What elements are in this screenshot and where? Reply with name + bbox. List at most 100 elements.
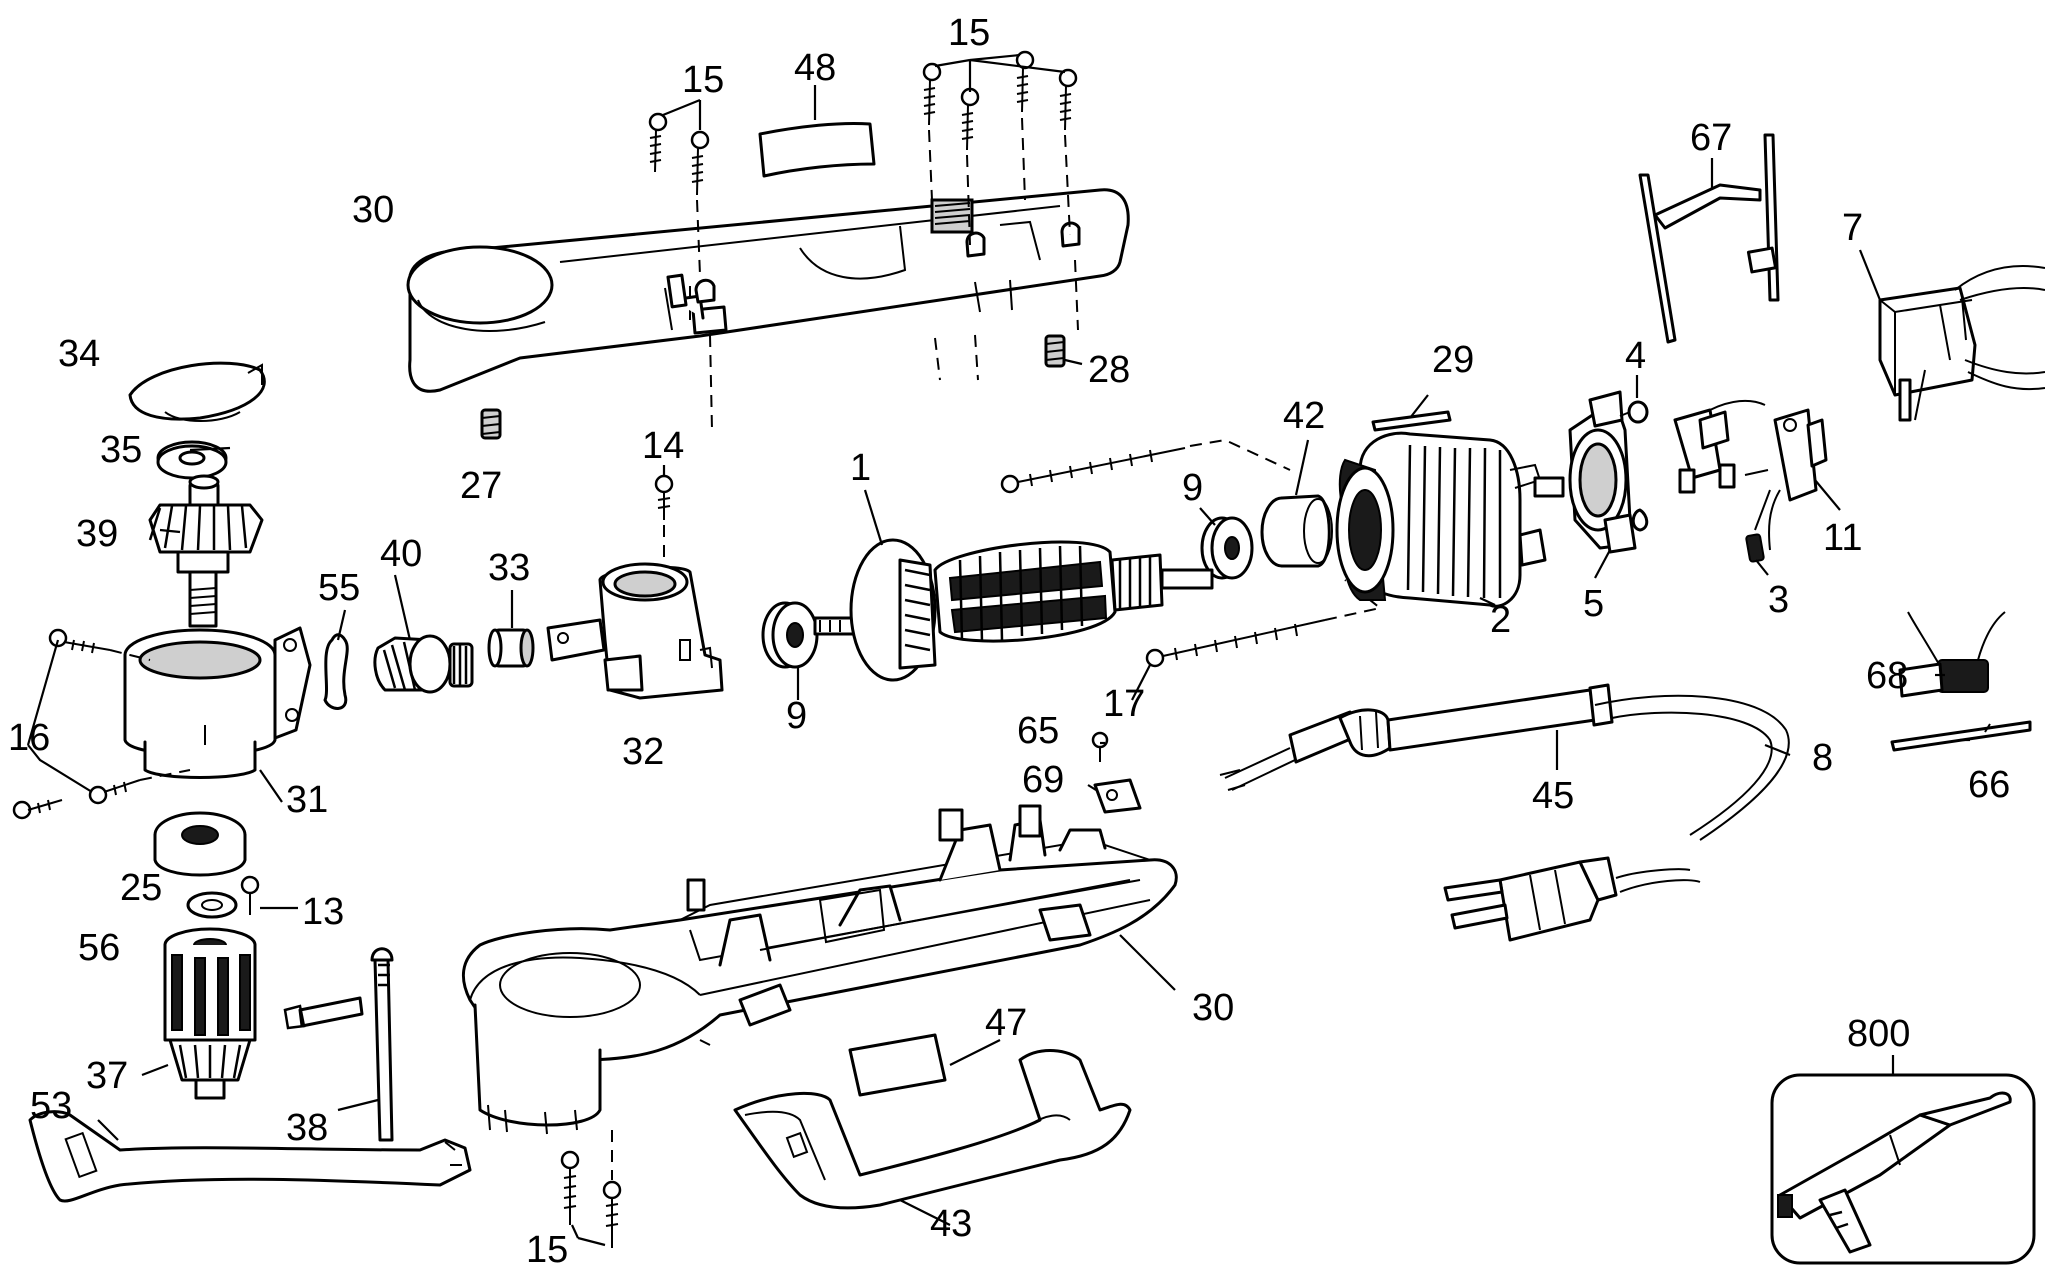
screw-16-a (48, 628, 111, 654)
spindle-gear-39 (148, 474, 264, 628)
callout-55: 55 (318, 567, 360, 609)
callout-66: 66 (1968, 764, 2010, 806)
switch-lever-67 (1638, 133, 1780, 344)
callout-47: 47 (985, 1002, 1027, 1044)
screw-16-b (12, 799, 63, 820)
callout-7: 7 (1842, 207, 1863, 249)
bushing-33 (487, 628, 535, 668)
callout-25: 25 (120, 867, 162, 909)
callout-40: 40 (380, 533, 422, 575)
callout-1: 1 (850, 447, 871, 489)
callout-16: 16 (8, 717, 50, 759)
switch-11 (1768, 408, 1828, 551)
callout-27: 27 (460, 465, 502, 507)
washer-56 (186, 891, 238, 919)
bottom-housing-half (461, 804, 1178, 1135)
bottom-cover-43 (733, 1049, 1132, 1210)
callout-4: 4 (1625, 335, 1646, 377)
callout-43: 43 (930, 1203, 972, 1245)
leader-lines (26, 53, 1970, 1247)
cord-clamp-69 (1093, 778, 1142, 814)
pin-29 (1371, 410, 1452, 432)
terminal-block-a (1673, 399, 1766, 494)
armature-1 (813, 538, 1214, 682)
callout-15-bottom: 15 (526, 1229, 568, 1270)
callout-56: 56 (78, 927, 120, 969)
callout-8: 8 (1812, 737, 1833, 779)
callout-32: 32 (622, 731, 664, 773)
gear-case-31 (123, 626, 312, 779)
threaded-insert-27 (480, 408, 502, 440)
field-stator-2 (1335, 431, 1547, 608)
wire-connector-3 (1745, 489, 1771, 563)
callout-13: 13 (302, 891, 344, 933)
callout-38: 38 (286, 1107, 328, 1149)
callout-31: 31 (286, 779, 328, 821)
screw-13 (240, 875, 260, 915)
callout-69: 69 (1022, 759, 1064, 801)
power-cord-45 (1219, 683, 1790, 841)
callout-48: 48 (794, 47, 836, 89)
screw-14 (654, 474, 674, 520)
callout-9-right: 9 (1182, 467, 1203, 509)
insulator-42 (1260, 494, 1333, 568)
power-plug (1443, 856, 1701, 942)
callout-45: 45 (1532, 775, 1574, 817)
pinion-40 (373, 634, 474, 694)
callout-9-left: 9 (786, 695, 807, 737)
washer-35 (156, 440, 228, 480)
top-housing-half (406, 188, 1130, 393)
callout-5: 5 (1583, 583, 1604, 625)
ball-bearing-25 (153, 811, 247, 877)
callout-35: 35 (100, 429, 142, 471)
clip-66 (1890, 720, 2032, 752)
callout-33: 33 (488, 547, 530, 589)
lead-wire (1744, 469, 1769, 476)
callout-65: 65 (1017, 710, 1059, 752)
screw-15-top-left-b (690, 130, 710, 196)
brush-spring (1631, 508, 1649, 532)
callout-67: 67 (1690, 117, 1732, 159)
bearing-housing-32 (546, 562, 724, 700)
decal-47 (848, 1033, 947, 1097)
callout-800: 800 (1847, 1013, 1910, 1055)
callout-30-top: 30 (352, 189, 394, 231)
callout-30-bottom: 30 (1192, 987, 1234, 1029)
callout-28: 28 (1088, 349, 1130, 391)
switch-module-7 (1878, 265, 2045, 422)
callout-29: 29 (1432, 339, 1474, 381)
callout-15-top-right: 15 (948, 12, 990, 54)
callout-2: 2 (1490, 599, 1511, 641)
callout-15-top-left: 15 (682, 59, 724, 101)
screw-15-bottom-b (602, 1180, 622, 1248)
decal-48 (758, 121, 876, 178)
belt-clip-53 (28, 1110, 472, 1203)
through-bolt-top (1000, 447, 1186, 494)
ball-bearing-9-left (761, 601, 819, 669)
chuck-key-38 (283, 947, 394, 1142)
brush-holder-5 (1533, 390, 1637, 554)
callout-3: 3 (1768, 579, 1789, 621)
threaded-insert-28 (1044, 334, 1066, 368)
chuck-37 (163, 927, 257, 1100)
choke-68 (1898, 611, 2006, 698)
screw-15-top-right-group (922, 50, 1078, 151)
callout-14: 14 (642, 425, 684, 467)
bearing-cap-34 (128, 361, 266, 422)
callout-42: 42 (1283, 395, 1325, 437)
callout-37: 37 (86, 1055, 128, 1097)
callout-11: 11 (1823, 517, 1862, 559)
callout-68: 68 (1866, 655, 1908, 697)
carbon-brush-4 (1619, 400, 1649, 424)
kit-800-box (1770, 1073, 2036, 1265)
callout-17: 17 (1103, 683, 1145, 725)
callout-labels: 15 48 15 67 30 7 34 28 29 4 35 14 42 1 2… (8, 12, 2010, 1270)
through-bolt-bottom-17 (1145, 619, 1326, 668)
retaining-ring-55 (323, 633, 349, 710)
screw-15-bottom-a (560, 1150, 580, 1225)
ball-bearing-9-right (1200, 516, 1254, 580)
callout-39: 39 (76, 513, 118, 555)
screw-65 (1091, 731, 1109, 762)
callout-53: 53 (30, 1085, 72, 1127)
